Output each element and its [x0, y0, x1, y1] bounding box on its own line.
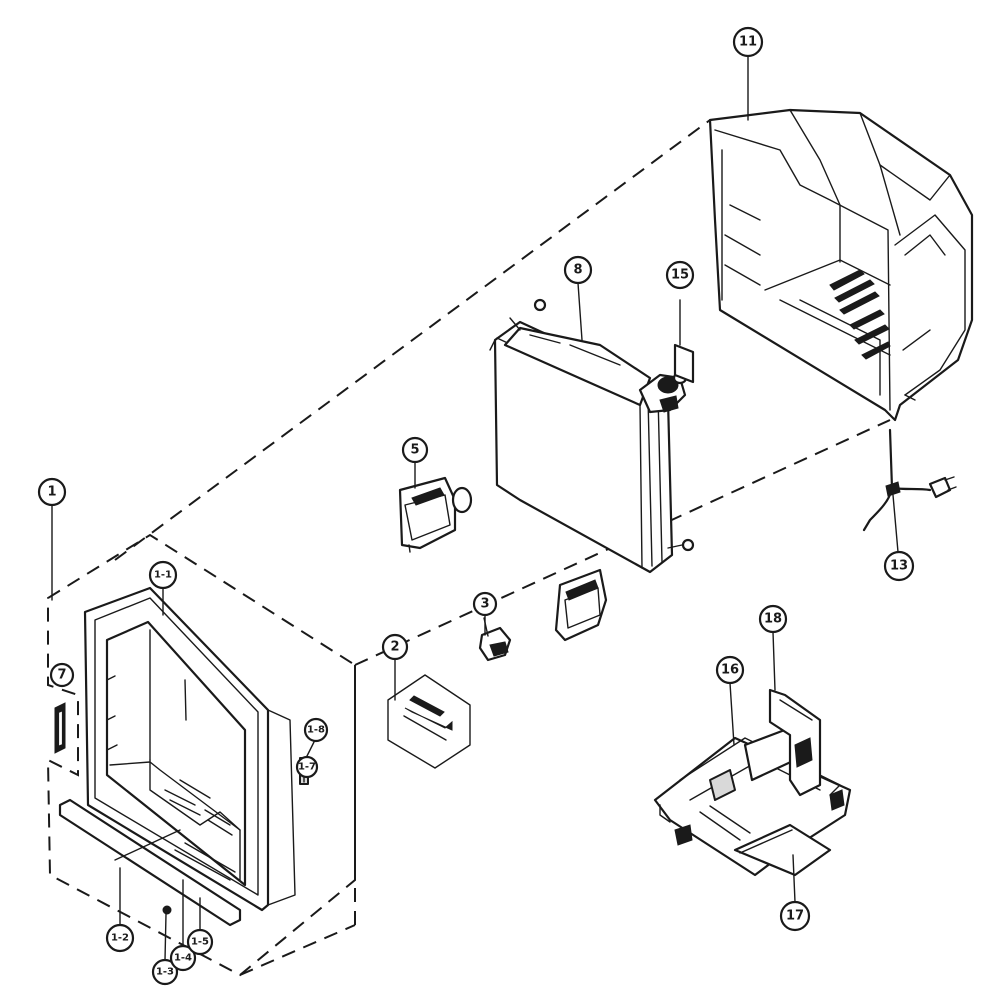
callout-8: 8 — [563, 255, 593, 285]
callout-18: 18 — [758, 604, 788, 634]
leader-lines — [51, 55, 899, 961]
callout-1: 1 — [37, 477, 67, 507]
speaker-bracket-lower — [554, 568, 608, 642]
callout-17: 17 — [779, 900, 811, 932]
picture-tube — [489, 298, 695, 574]
svg-text:16: 16 — [721, 663, 739, 678]
callout-16: 16 — [715, 655, 745, 685]
callout-1-2: 1-2 — [105, 923, 135, 953]
svg-text:2: 2 — [390, 640, 399, 655]
callout-1-7: 1-7 — [295, 755, 319, 779]
svg-text:8: 8 — [573, 263, 582, 278]
front-cabinet — [83, 586, 296, 912]
screw-part — [162, 905, 172, 915]
callout-1-8: 1-8 — [303, 717, 329, 743]
svg-text:1-2: 1-2 — [111, 933, 129, 944]
back-cover — [708, 108, 974, 422]
front-bottom-trim — [58, 798, 242, 927]
callout-1-5: 1-5 — [186, 928, 214, 956]
front-cabinet-group — [46, 533, 356, 977]
callout-2: 2 — [381, 633, 409, 661]
svg-text:1-1: 1-1 — [154, 570, 172, 581]
speaker-part — [387, 674, 471, 769]
svg-text:5: 5 — [410, 443, 419, 458]
svg-text:1-5: 1-5 — [191, 937, 209, 948]
svg-text:15: 15 — [671, 268, 689, 283]
power-cord — [862, 428, 957, 532]
callout-1-3: 1-3 — [151, 958, 179, 986]
callout-5: 5 — [401, 436, 429, 464]
callout-1-1: 1-1 — [148, 560, 178, 590]
svg-text:17: 17 — [786, 909, 804, 924]
small-bracket-part — [478, 617, 512, 662]
speaker-bracket-upper — [398, 476, 473, 553]
assembly-dashed-envelope — [114, 119, 891, 976]
svg-text:1: 1 — [47, 485, 56, 500]
callout-13: 13 — [883, 550, 915, 582]
svg-text:1-3: 1-3 — [156, 967, 174, 978]
callout-3: 3 — [472, 591, 498, 617]
neck-board-part — [673, 299, 695, 384]
svg-text:7: 7 — [57, 668, 66, 683]
callout-15: 15 — [665, 260, 695, 290]
svg-text:11: 11 — [739, 35, 757, 50]
svg-text:18: 18 — [764, 612, 782, 627]
main-chassis — [653, 688, 852, 877]
front-badge-part — [54, 702, 66, 754]
svg-text:1-4: 1-4 — [174, 953, 192, 964]
callout-11: 11 — [732, 26, 764, 58]
callout-1-4: 1-4 — [169, 944, 197, 972]
svg-text:1-8: 1-8 — [307, 725, 325, 736]
svg-text:1-7: 1-7 — [298, 762, 316, 773]
front-cabinet-group-outline — [46, 533, 356, 977]
svg-text:3: 3 — [480, 597, 489, 612]
callout-7: 7 — [49, 662, 75, 688]
svg-text:13: 13 — [890, 559, 908, 574]
